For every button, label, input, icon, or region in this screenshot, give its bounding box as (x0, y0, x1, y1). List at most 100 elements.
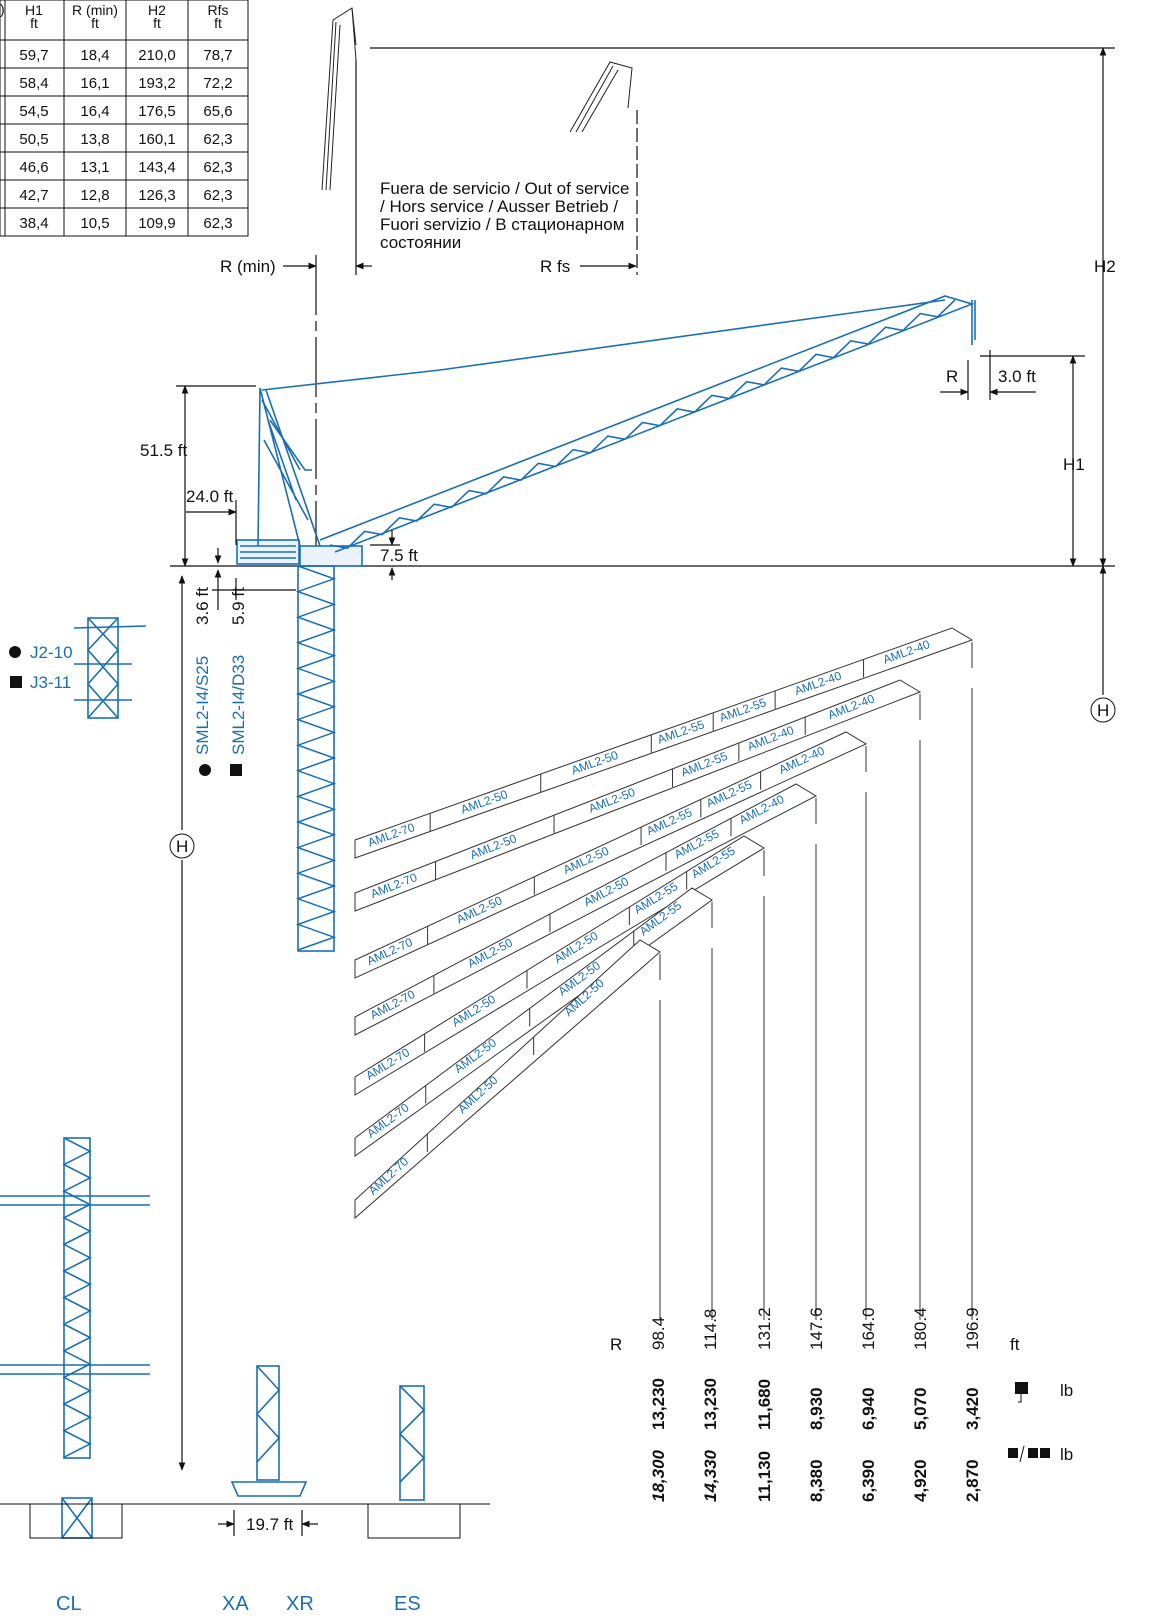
luffing-crane-icon (236, 295, 976, 952)
radius-value: 131.2 (755, 1307, 774, 1350)
load-single-value: 13,230 (649, 1378, 668, 1430)
oos-line-1: Fuera de servicio / Out of service (380, 179, 629, 198)
table-cell: 10,5 (80, 215, 109, 232)
table-cell: 210,0 (138, 47, 176, 64)
hook-double-icon (1008, 1445, 1050, 1463)
h2-label: H2 (1094, 257, 1116, 276)
table-header: H1 (25, 2, 43, 18)
base-es: ES (394, 1593, 421, 1615)
counter-jib-dim: 24.0 ft (186, 487, 234, 506)
radius-value: 180.4 (911, 1307, 930, 1350)
load-single-value: 5,070 (911, 1387, 930, 1430)
table-cell: 58,4 (19, 75, 48, 92)
table-cell: 50,5 (19, 131, 48, 148)
load-single-value: 11,680 (755, 1379, 774, 1430)
rmin-label: R (min) (220, 257, 276, 276)
table-cell: 46,6 (19, 159, 48, 176)
base-dim: 19.7 ft (246, 1515, 294, 1534)
jib-configurations: AML2-70AML2-50AML2-50AML2-55AML2-55AML2-… (354, 627, 974, 1320)
out-of-service-note: Fuera de servicio / Out of service / Hor… (380, 179, 629, 276)
legend-j2: J2-10 (30, 643, 73, 662)
h-circle-left: H (176, 837, 188, 856)
oos-line-2: / Hors service / Ausser Betrieb / (380, 197, 618, 216)
table-cell: 13,1 (80, 159, 109, 176)
load-double-value: 14,330 (701, 1449, 720, 1502)
table-cell: 59,7 (19, 47, 48, 64)
radius-value: 164.0 (859, 1307, 878, 1350)
oos-line-4: состоянии (380, 233, 461, 252)
table-header: Rfs (208, 2, 229, 18)
table-cell: 62,3 (203, 187, 232, 204)
table-cell: 65,6 (203, 103, 232, 120)
mast-d33: SML2-I4/D33 (229, 655, 248, 755)
table-cell: 126,3 (138, 187, 176, 204)
load-single-value: 8,930 (807, 1387, 826, 1430)
table-cell: 12,8 (80, 187, 109, 204)
load-single-value: 3,420 (963, 1387, 982, 1430)
h-circle-right: H (1097, 701, 1109, 720)
table-header: H2 (148, 2, 166, 18)
table-cell: 78,7 (203, 47, 232, 64)
table-cell: 176,5 (138, 103, 176, 120)
table-cell: 42,7 (19, 187, 48, 204)
square-marker-icon (230, 764, 242, 776)
legend-j3: J3-11 (30, 673, 71, 692)
slew-dim: 7.5 ft (380, 546, 418, 565)
base-xr: XR (286, 1593, 314, 1615)
table-cell: 160,1 (138, 131, 176, 148)
out-of-service-crane-icon (321, 7, 633, 191)
mast-dim-b: 5.9 ft (229, 587, 248, 625)
oos-line-3: Fuori servizio / В стационарном (380, 215, 624, 234)
table-cell: 16,1 (80, 75, 109, 92)
h1-label: H1 (1063, 455, 1085, 474)
radius-value: 147.6 (807, 1307, 826, 1350)
table-cell: 72,2 (203, 75, 232, 92)
load-single-value: 6,940 (859, 1387, 878, 1430)
load-double-value: 2,870 (963, 1459, 982, 1502)
load-unit-double: lb (1060, 1445, 1073, 1464)
load-double-value: 8,380 (807, 1459, 826, 1502)
radius-value: 196.9 (963, 1307, 982, 1350)
mast-section-icon (73, 617, 147, 719)
jib-config: AML2-70AML2-50AML2-50AML2-55AML2-40AML2-… (354, 679, 922, 1320)
load-r-label: R (610, 1335, 622, 1354)
table-cell: 143,4 (138, 159, 176, 176)
table-header: ft (30, 15, 38, 31)
load-single-value: 13,230 (701, 1378, 720, 1430)
radius-value: 98.4 (649, 1317, 668, 1350)
table-cell: 62,3 (203, 215, 232, 232)
circle-marker-icon (199, 764, 211, 776)
base-diagrams-icon (0, 1137, 426, 1539)
rfs-label: R fs (540, 257, 570, 276)
table-cell: 62,3 (203, 159, 232, 176)
load-double-value: 6,390 (859, 1459, 878, 1502)
mast-s25: SML2-I4/S25 (193, 656, 212, 755)
svg-text:): ) (0, 1, 5, 17)
mast-lattice (295, 565, 337, 951)
base-xa: XA (222, 1593, 249, 1615)
table-cell: 54,5 (19, 103, 48, 120)
circle-legend-icon (9, 646, 21, 658)
table-header: ft (153, 15, 161, 31)
table-cell: 193,2 (138, 75, 176, 92)
load-r-unit: ft (1010, 1335, 1020, 1354)
square-legend-icon (10, 676, 22, 688)
load-double-value: 18,300 (649, 1449, 668, 1502)
radius-value: 114.8 (701, 1309, 720, 1350)
table-cell: 13,8 (80, 131, 109, 148)
table-cell: 16,4 (80, 103, 109, 120)
base-cl: CL (56, 1593, 82, 1615)
table-header: ft (214, 15, 222, 31)
hook-single-icon (1015, 1382, 1028, 1403)
table-cell: 109,9 (138, 215, 176, 232)
jib-segment-label: AML2-70 (366, 1154, 412, 1197)
r-label-top: R (946, 367, 958, 386)
load-table: 98.4 13,230 18,300 114.8 13,230 14,330 131.2 11… (649, 1307, 982, 1502)
table-cell: 18,4 (80, 47, 109, 64)
table-cell: 38,4 (19, 215, 48, 232)
mast-dim-a: 3.6 ft (193, 587, 212, 625)
table-header: ft (91, 15, 99, 31)
height-dim: 51.5 ft (140, 441, 188, 460)
